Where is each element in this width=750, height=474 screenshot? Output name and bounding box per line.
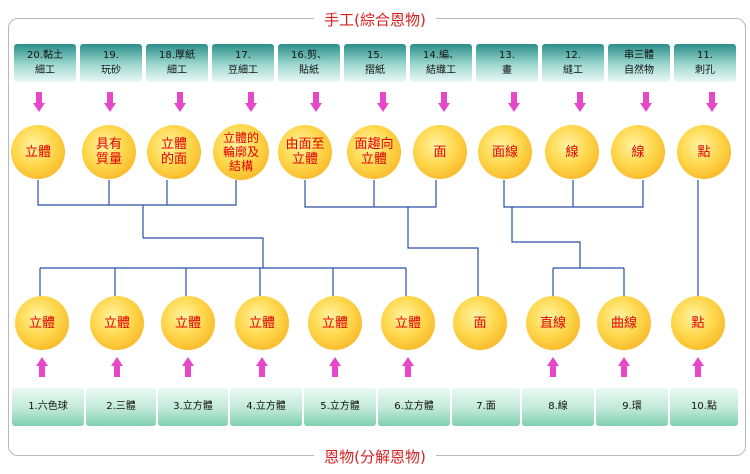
up-arrow-icon (547, 357, 559, 377)
up-arrow-icon (111, 357, 123, 377)
bottom-circle-solid-3: 立體 (161, 296, 215, 350)
up-arrow-icon (182, 357, 194, 377)
top-circle-face-to-solid: 由面至 立體 (278, 125, 332, 179)
down-arrow-icon (640, 92, 652, 112)
down-arrow-icon (706, 92, 718, 112)
bottom-circle-face: 面 (453, 296, 507, 350)
down-arrow-icon (508, 92, 520, 112)
bottom-box-line: 8.線 (522, 388, 594, 426)
down-arrow-icon (174, 92, 186, 112)
top-circle-face-trend: 面趨向 立體 (347, 125, 401, 179)
up-arrow-icon (618, 357, 630, 377)
up-arrow-icon (402, 357, 414, 377)
bottom-box-cube-4: 4.立方體 (230, 388, 302, 426)
top-box-weaving: 14.編、 結織工 (410, 44, 472, 82)
top-box-pricking: 11. 刺孔 (674, 44, 736, 82)
down-arrow-icon (33, 92, 45, 112)
bottom-box-cube-5: 5.立方體 (304, 388, 376, 426)
top-box-sewing: 12. 縫工 (542, 44, 604, 82)
bottom-box-six-balls: 1.六色球 (12, 388, 84, 426)
down-arrow-icon (574, 92, 586, 112)
bottom-circle-solid-2: 立體 (90, 296, 144, 350)
top-box-cardboard: 18.厚紙 細工 (146, 44, 208, 82)
down-arrow-icon (104, 92, 116, 112)
top-circle-mass: 具有 質量 (82, 125, 136, 179)
bottom-circle-solid-1: 立體 (15, 296, 69, 350)
top-circle-face: 面 (413, 125, 467, 179)
down-arrow-icon (310, 92, 322, 112)
top-circle-solid: 立體 (11, 125, 65, 179)
connector-top-group-c (503, 180, 644, 208)
connector-top-group-a (37, 180, 237, 238)
bottom-circle-curve: 曲線 (597, 296, 651, 350)
bottom-box-face: 7.面 (452, 388, 520, 426)
bottom-box-ring: 9.環 (596, 388, 668, 426)
up-arrow-icon (36, 357, 48, 377)
top-box-pea-work: 17. 豆細工 (212, 44, 274, 82)
up-arrow-icon (329, 357, 341, 377)
bottom-circle-point: 點 (671, 296, 725, 350)
top-circle-point: 點 (677, 125, 731, 179)
bottom-box-cube-6: 6.立方體 (378, 388, 450, 426)
connector-solids (39, 237, 407, 296)
down-arrow-icon (377, 92, 389, 112)
top-box-drawing: 13. 畫 (476, 44, 538, 82)
bottom-box-cube-3: 3.立方體 (158, 388, 228, 426)
top-circle-outline: 立體的 輪廓及 結構 (213, 124, 269, 180)
top-box-folding: 15. 摺紙 (344, 44, 406, 82)
top-box-clay: 20.黏土 細工 (14, 44, 76, 82)
top-circle-line-2: 線 (611, 125, 665, 179)
top-circle-line: 線 (545, 125, 599, 179)
top-circle-face-line: 面線 (478, 125, 532, 179)
down-arrow-icon (438, 92, 450, 112)
connector-lines-group (511, 207, 625, 296)
top-box-cut-paste: 16.剪、 貼紙 (278, 44, 340, 82)
connector-face (407, 207, 479, 296)
up-arrow-icon (692, 357, 704, 377)
top-circle-solid-face: 立體 的面 (147, 125, 201, 179)
bottom-circle-solid-5: 立體 (308, 296, 362, 350)
connector-top-group-b (304, 180, 437, 208)
down-arrow-icon (245, 92, 257, 112)
bottom-circle-straight: 直線 (526, 296, 580, 350)
bottom-circle-solid-4: 立體 (235, 296, 289, 350)
bottom-box-three-solids: 2.三體 (86, 388, 156, 426)
bottom-circle-solid-6: 立體 (381, 296, 435, 350)
bottom-box-point: 10.點 (670, 388, 738, 426)
top-box-sand: 19. 玩砂 (80, 44, 142, 82)
up-arrow-icon (256, 357, 268, 377)
top-box-natural: 串三體 自然物 (608, 44, 670, 82)
